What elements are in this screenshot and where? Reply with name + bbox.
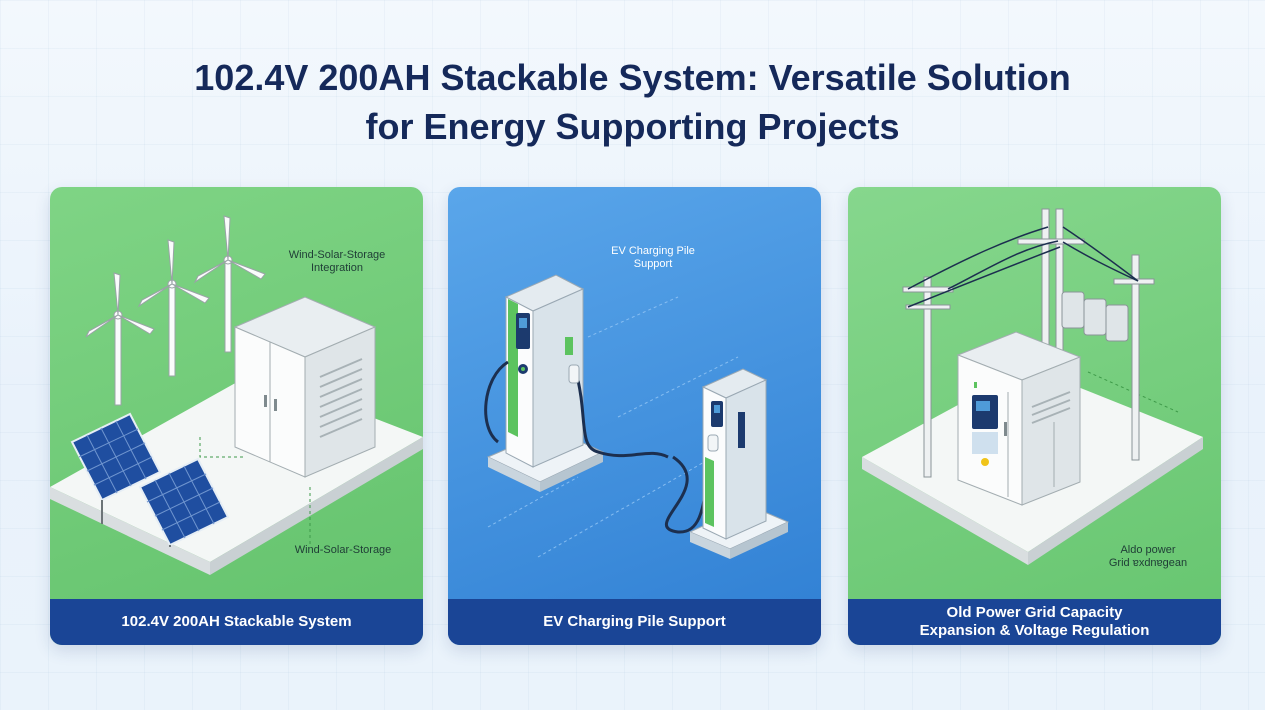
wind-solar-scene <box>50 215 423 575</box>
card-ev-charging: EV Charging Pile Support EV Charging Pil… <box>448 187 821 645</box>
battery-cabinet-icon <box>233 296 377 478</box>
page-title-line2: for Energy Supporting Projects <box>365 106 900 147</box>
ev-charger-icon <box>484 274 715 534</box>
card1-caption: 102.4V 200AH Stackable System <box>50 599 423 645</box>
wind-turbine-icon <box>85 215 266 406</box>
battery-cabinet-icon <box>956 331 1082 506</box>
ev-charger-icon <box>688 368 790 559</box>
power-grid-scene <box>862 208 1203 565</box>
card2-caption: EV Charging Pile Support <box>448 599 821 645</box>
card-wind-solar-storage: Wind-Solar-Storage Integration Wind-Sola… <box>50 187 423 645</box>
card3-label: Aldo power Grid ɐxdnɐgean <box>1108 544 1188 569</box>
card3-caption: Old Power Grid Capacity Expansion & Volt… <box>848 599 1221 645</box>
solar-panel-icon <box>70 412 230 547</box>
card-power-grid: Aldo power Grid ɐxdnɐgean Old Power Grid… <box>848 187 1221 645</box>
card2-label-top: EV Charging Pile Support <box>611 245 695 270</box>
card1-label-top: Wind-Solar-Storage Integration <box>288 249 386 274</box>
page-title-line1: 102.4V 200AH Stackable System: Versatile… <box>194 57 1071 98</box>
card1-label-bottom: Wind-Solar-Storage <box>294 544 392 556</box>
ev-charging-scene <box>484 274 790 559</box>
